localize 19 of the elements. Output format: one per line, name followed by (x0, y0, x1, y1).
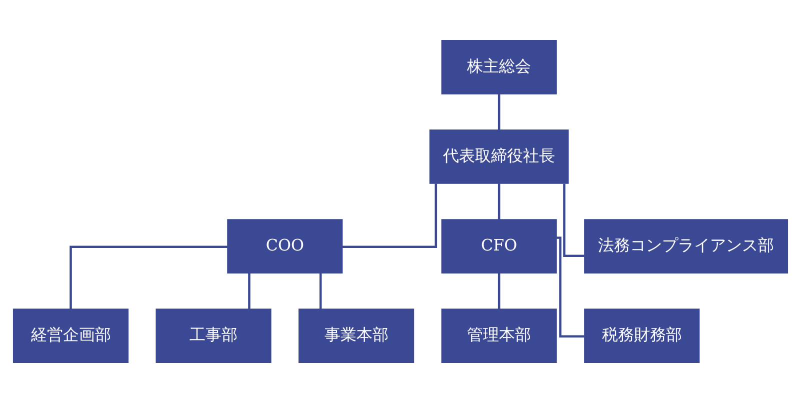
connector (248, 273, 250, 309)
node-box: COO (226, 219, 342, 274)
node-box: CFO (440, 219, 556, 274)
node-box: 法務コンプライアンス部 (584, 219, 788, 274)
node-box: 事業本部 (298, 308, 414, 363)
connector (497, 273, 500, 309)
node-box: 税務財務部 (584, 308, 700, 363)
connector (318, 273, 322, 309)
connector (556, 236, 584, 338)
connector (342, 184, 437, 248)
connector (497, 94, 500, 130)
connector (69, 246, 228, 310)
connector (497, 184, 500, 220)
node-box: 管理本部 (440, 308, 556, 363)
connector (562, 184, 584, 258)
node-box: 株主総会 (440, 40, 556, 94)
node-box: 代表取締役社長 (428, 130, 568, 184)
node-box: 工事部 (155, 308, 271, 363)
node-box: 経営企画部 (12, 308, 128, 363)
